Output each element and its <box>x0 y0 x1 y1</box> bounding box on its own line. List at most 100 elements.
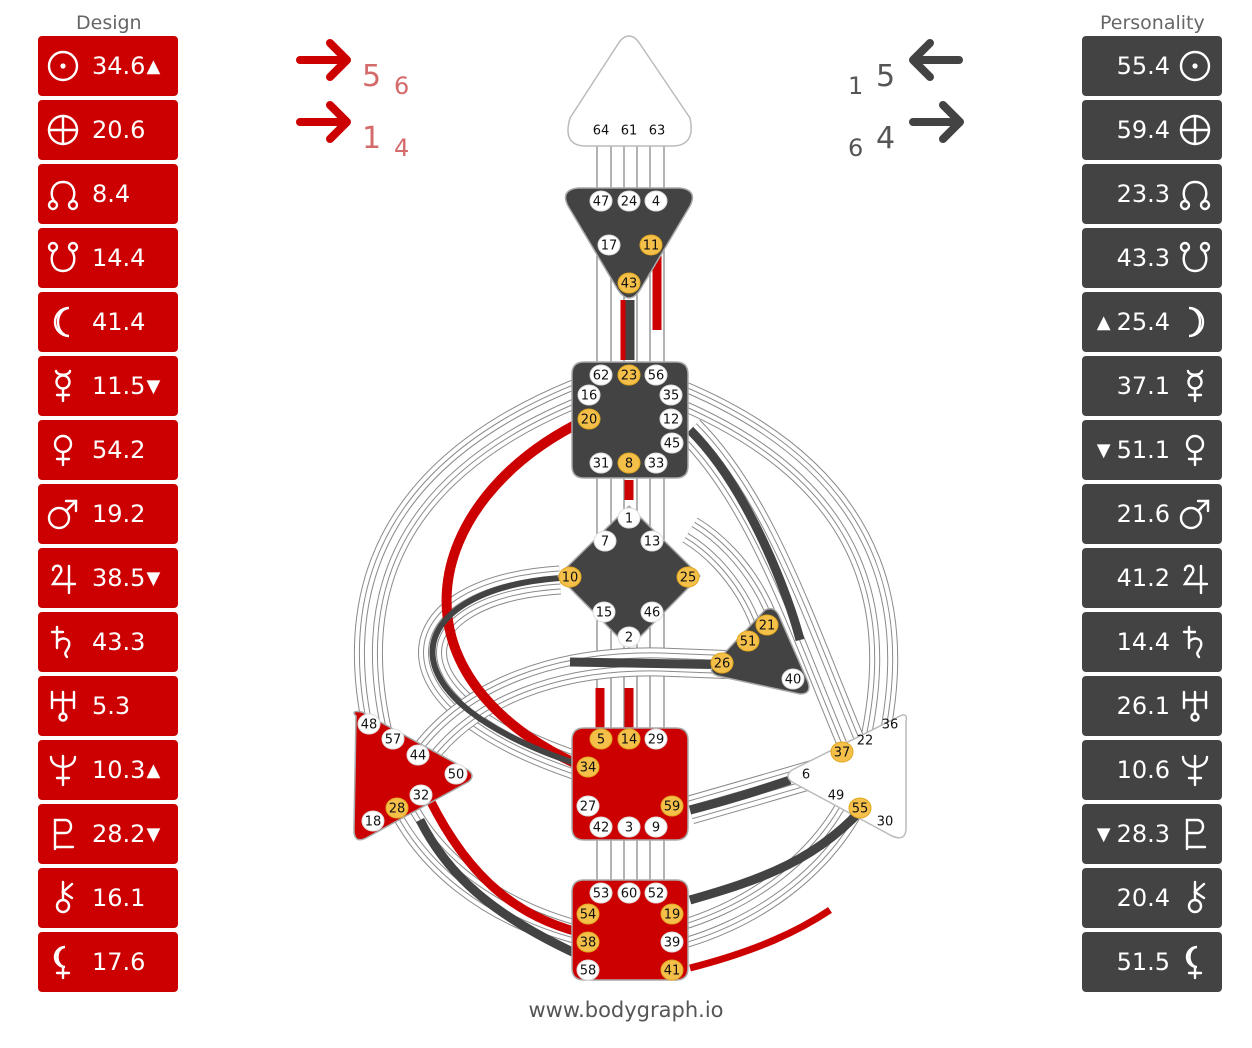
gate-14[interactable]: 14 <box>617 728 641 750</box>
gate-63[interactable]: 63 <box>649 124 666 139</box>
gate-35[interactable]: 35 <box>659 384 683 406</box>
gate-53[interactable]: 53 <box>589 882 613 904</box>
gate-8[interactable]: 8 <box>617 452 641 474</box>
design-planet-mercury[interactable]: 11.5▼ <box>38 356 178 416</box>
gate-64[interactable]: 64 <box>593 124 610 139</box>
gate-26[interactable]: 26 <box>710 652 734 674</box>
gate-1[interactable]: 1 <box>617 507 641 529</box>
gate-40[interactable]: 40 <box>781 668 805 690</box>
gate-5[interactable]: 5 <box>589 728 613 750</box>
gate-57[interactable]: 57 <box>381 728 405 750</box>
gate-4[interactable]: 4 <box>644 190 668 212</box>
channel-20-34-design <box>441 415 592 775</box>
design-planet-venus[interactable]: 54.2 <box>38 420 178 480</box>
gate-3[interactable]: 3 <box>617 816 641 838</box>
gate-39[interactable]: 39 <box>660 931 684 953</box>
gate-23[interactable]: 23 <box>617 364 641 386</box>
personality-planet-neptune[interactable]: 10.6 <box>1082 740 1222 800</box>
gate-52[interactable]: 52 <box>644 882 668 904</box>
planet-value: 51.5 <box>1116 948 1170 976</box>
gate-2[interactable]: 2 <box>617 626 641 648</box>
personality-planet-jupiter[interactable]: 41.2 <box>1082 548 1222 608</box>
design-planet-moon[interactable]: 41.4 <box>38 292 178 352</box>
gate-9[interactable]: 9 <box>644 816 668 838</box>
gate-48[interactable]: 48 <box>357 713 381 735</box>
gate-56[interactable]: 56 <box>644 364 668 386</box>
gate-61[interactable]: 61 <box>621 124 638 139</box>
gate-19[interactable]: 19 <box>660 903 684 925</box>
gate-58[interactable]: 58 <box>576 959 600 981</box>
gate-16[interactable]: 16 <box>577 384 601 406</box>
design-planet-earth[interactable]: 20.6 <box>38 100 178 160</box>
design-planet-chiron[interactable]: 16.1 <box>38 868 178 928</box>
gate-30[interactable]: 30 <box>877 815 894 830</box>
gate-11[interactable]: 11 <box>639 234 663 256</box>
personality-planet-pluto[interactable]: ▼28.3 <box>1082 804 1222 864</box>
gate-54[interactable]: 54 <box>576 903 600 925</box>
gate-13[interactable]: 13 <box>640 530 664 552</box>
gate-27[interactable]: 27 <box>576 795 600 817</box>
gate-18[interactable]: 18 <box>361 810 385 832</box>
gate-34[interactable]: 34 <box>576 756 600 778</box>
gate-20[interactable]: 20 <box>577 408 601 430</box>
personality-planet-sun[interactable]: 55.4 <box>1082 36 1222 96</box>
gate-24[interactable]: 24 <box>617 190 641 212</box>
design-planet-lilith[interactable]: 17.6 <box>38 932 178 992</box>
gate-32[interactable]: 32 <box>409 784 433 806</box>
gate-37[interactable]: 37 <box>830 741 854 763</box>
svg-text:14: 14 <box>621 733 638 748</box>
svg-text:16: 16 <box>581 389 598 404</box>
gate-45[interactable]: 45 <box>660 432 684 454</box>
design-planet-jupiter[interactable]: 38.5▼ <box>38 548 178 608</box>
personality-planet-earth[interactable]: 59.4 <box>1082 100 1222 160</box>
gate-6[interactable]: 6 <box>802 768 810 783</box>
gate-29[interactable]: 29 <box>644 728 668 750</box>
gate-31[interactable]: 31 <box>589 452 613 474</box>
gate-51[interactable]: 51 <box>736 630 760 652</box>
gate-36[interactable]: 36 <box>882 718 899 733</box>
gate-55[interactable]: 55 <box>848 797 872 819</box>
gate-49[interactable]: 49 <box>828 789 845 804</box>
personality-planet-uranus[interactable]: 26.1 <box>1082 676 1222 736</box>
gate-59[interactable]: 59 <box>660 795 684 817</box>
planet-value: 20.4 <box>1116 884 1170 912</box>
gate-38[interactable]: 38 <box>576 931 600 953</box>
gate-22[interactable]: 22 <box>857 734 874 749</box>
design-planet-sun[interactable]: 34.6▲ <box>38 36 178 96</box>
gate-42[interactable]: 42 <box>589 816 613 838</box>
gate-17[interactable]: 17 <box>597 234 621 256</box>
personality-planet-south-node[interactable]: 43.3 <box>1082 228 1222 288</box>
gate-33[interactable]: 33 <box>644 452 668 474</box>
gate-28[interactable]: 28 <box>385 797 409 819</box>
personality-planet-moon[interactable]: ▲25.4 <box>1082 292 1222 352</box>
gate-62[interactable]: 62 <box>589 364 613 386</box>
gate-50[interactable]: 50 <box>444 763 468 785</box>
gate-25[interactable]: 25 <box>676 566 700 588</box>
design-planet-saturn[interactable]: 43.3 <box>38 612 178 672</box>
personality-planet-lilith[interactable]: 51.5 <box>1082 932 1222 992</box>
footer-url[interactable]: www.bodygraph.io <box>528 998 724 1022</box>
gate-47[interactable]: 47 <box>589 190 613 212</box>
design-planet-mars[interactable]: 19.2 <box>38 484 178 544</box>
personality-planet-mercury[interactable]: 37.1 <box>1082 356 1222 416</box>
gate-10[interactable]: 10 <box>558 566 582 588</box>
gate-12[interactable]: 12 <box>659 408 683 430</box>
design-planet-uranus[interactable]: 5.3 <box>38 676 178 736</box>
design-planet-pluto[interactable]: 28.2▼ <box>38 804 178 864</box>
gate-41[interactable]: 41 <box>660 959 684 981</box>
design-planet-south-node[interactable]: 14.4 <box>38 228 178 288</box>
gate-60[interactable]: 60 <box>617 882 641 904</box>
personality-planet-saturn[interactable]: 14.4 <box>1082 612 1222 672</box>
personality-planet-chiron[interactable]: 20.4 <box>1082 868 1222 928</box>
gate-21[interactable]: 21 <box>755 614 779 636</box>
personality-planet-venus[interactable]: ▼51.1 <box>1082 420 1222 480</box>
personality-planet-north-node[interactable]: 23.3 <box>1082 164 1222 224</box>
gate-15[interactable]: 15 <box>592 601 616 623</box>
design-planet-neptune[interactable]: 10.3▲ <box>38 740 178 800</box>
gate-7[interactable]: 7 <box>593 530 617 552</box>
personality-planet-mars[interactable]: 21.6 <box>1082 484 1222 544</box>
design-planet-north-node[interactable]: 8.4 <box>38 164 178 224</box>
gate-44[interactable]: 44 <box>406 744 430 766</box>
gate-46[interactable]: 46 <box>640 601 664 623</box>
gate-43[interactable]: 43 <box>617 272 641 294</box>
